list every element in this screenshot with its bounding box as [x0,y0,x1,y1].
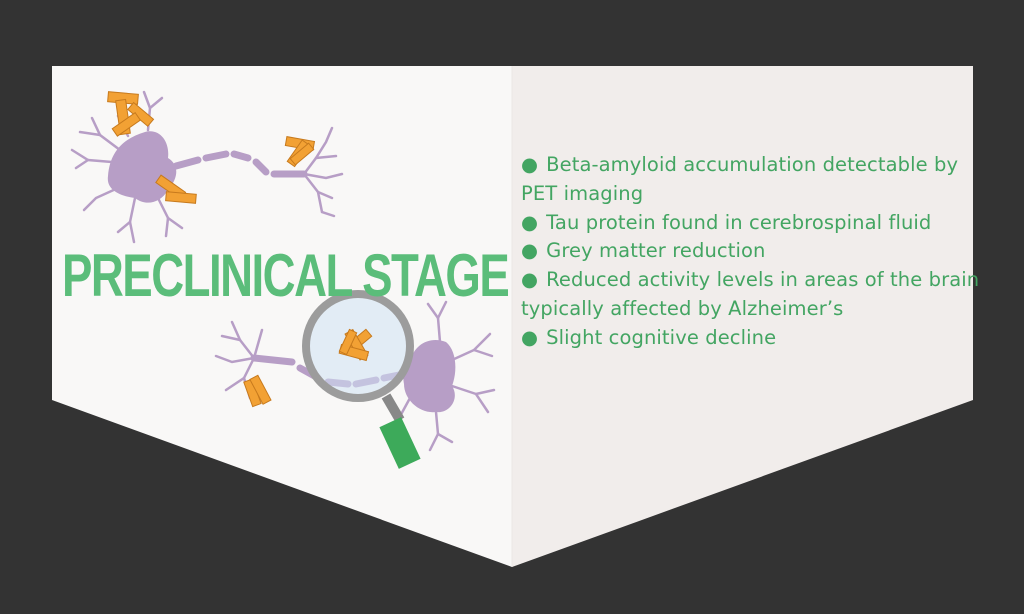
list-item: ●Beta-amyloid accumulation detectable by… [521,151,981,209]
amyloid-plaque-icon [107,91,155,137]
stage-title: PRECLINICAL STAGE [62,242,510,309]
list-item: ● Tau protein found in cerebrospinal flui… [521,209,981,238]
list-item-text: Beta-amyloid accumulation detectable by … [521,153,959,205]
list-item: ● Grey matter reduction [521,237,981,266]
list-item: ●Reduced activity levels in areas of the… [521,266,981,324]
bullet-icon: ● [521,325,539,349]
neuron-icon [70,90,344,244]
magnifying-glass-icon [302,290,421,469]
amyloid-plaque-icon [155,174,197,204]
bullet-icon: ● [521,210,539,234]
banner-right-panel [512,66,973,567]
bullet-icon: ● [521,239,539,263]
bullet-icon: ● [521,153,539,176]
amyloid-plaque-icon [284,136,316,168]
list-item-text: Tau protein found in cerebrospinal fluid [546,210,932,234]
list-item: ● Slight cognitive decline [521,324,981,353]
amyloid-plaque-icon [243,374,272,408]
list-item-text: Grey matter reduction [546,239,766,263]
bullet-icon: ● [521,268,539,292]
banner-left-panel [52,66,512,567]
list-item-text: Slight cognitive decline [546,325,777,349]
symptom-list: ●Beta-amyloid accumulation detectable by… [521,151,981,353]
list-item-text: Reduced activity levels in areas of the … [521,268,980,320]
